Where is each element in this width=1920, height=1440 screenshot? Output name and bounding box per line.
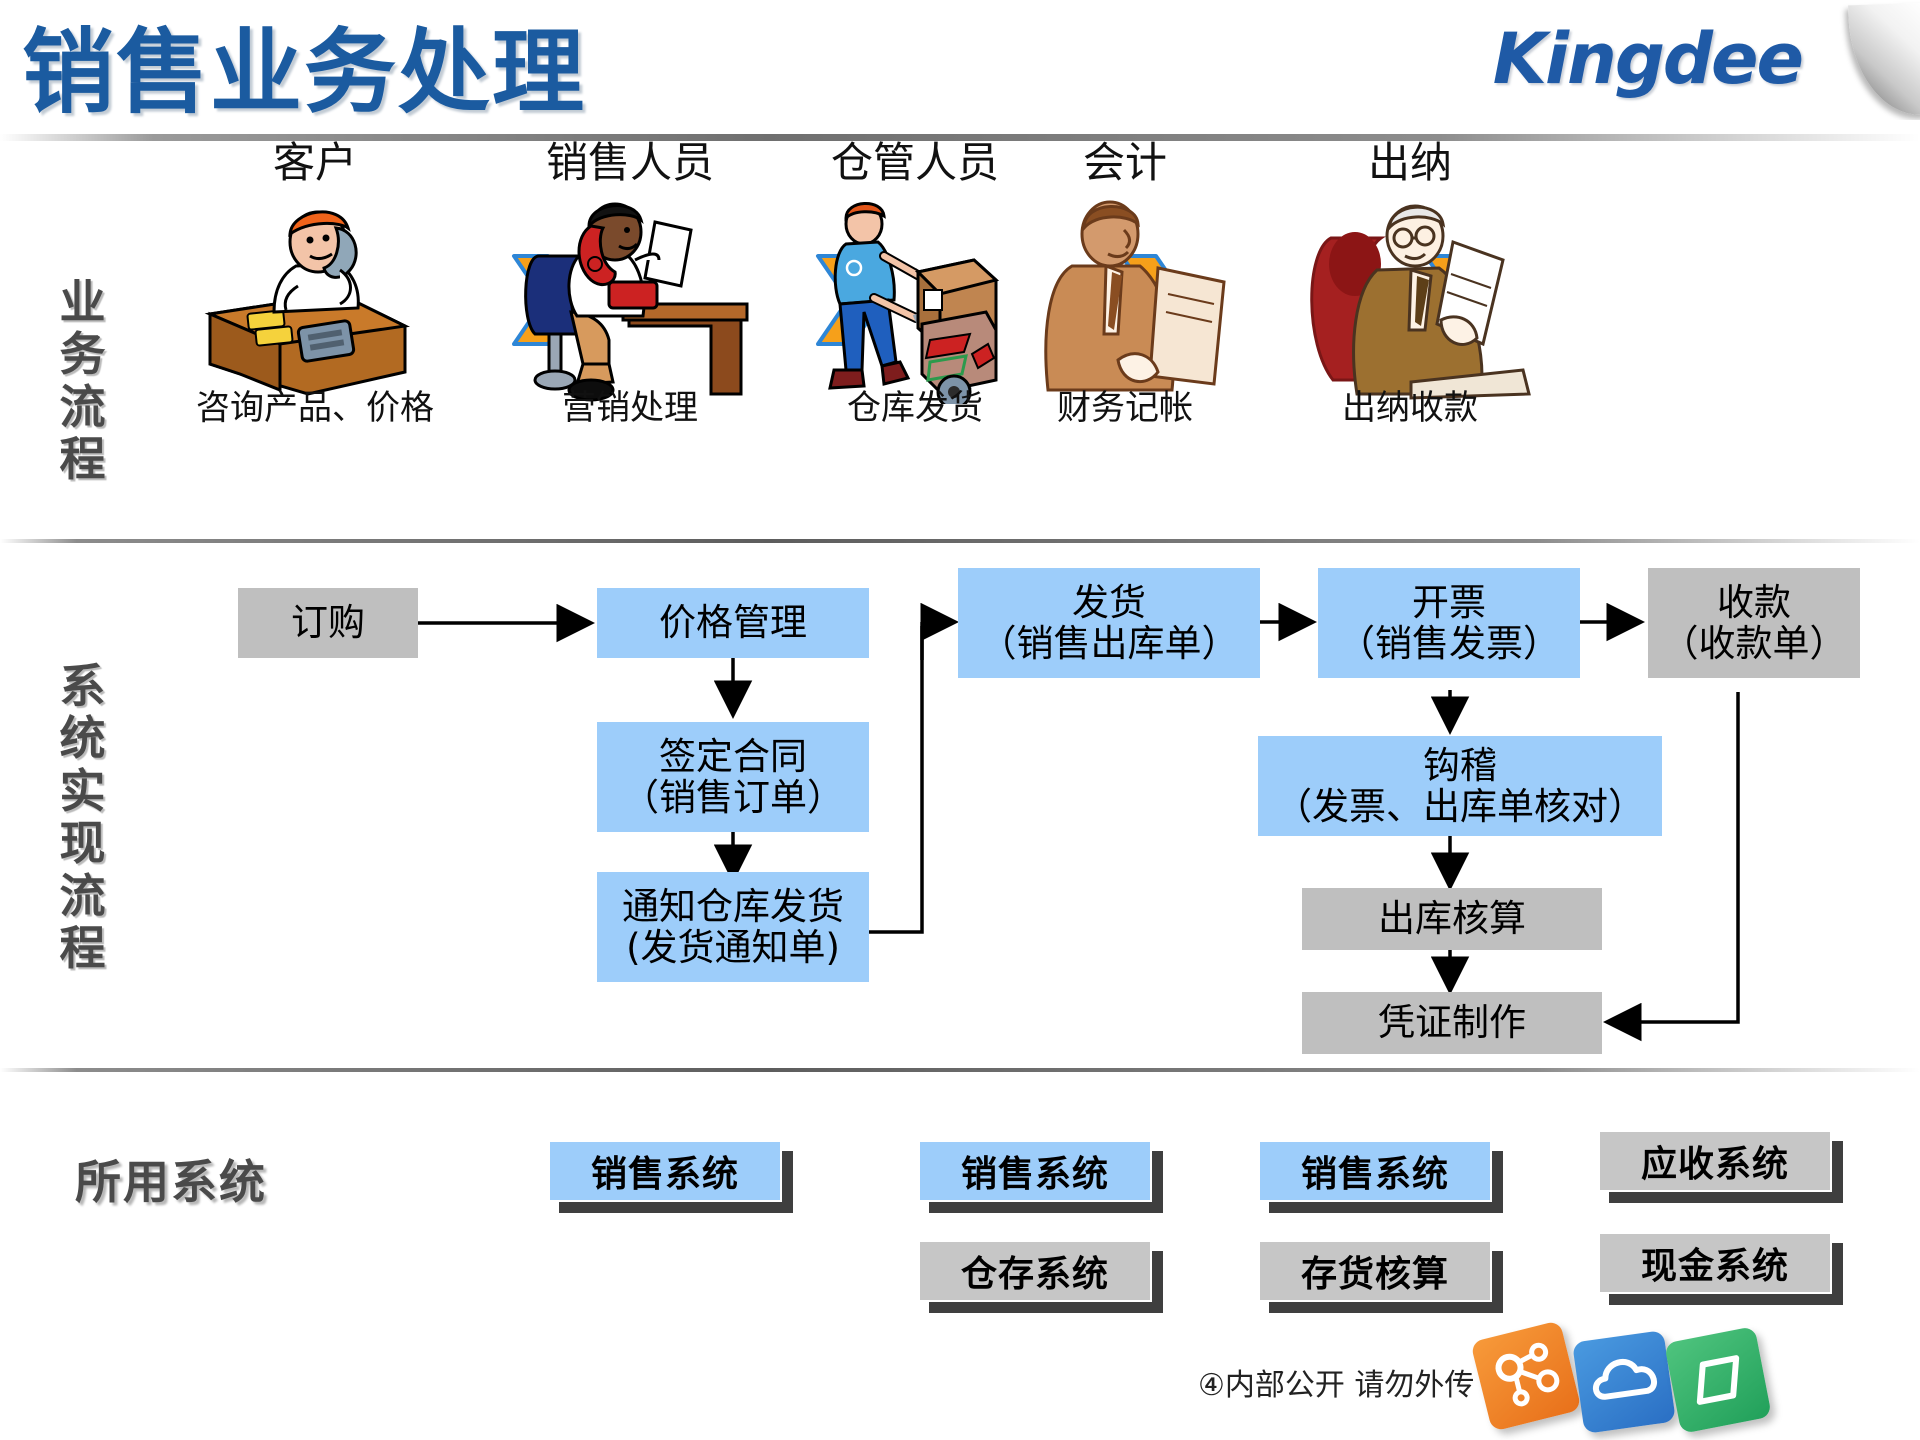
flow-node-outbound-accounting[interactable]: 出库核算 <box>1302 888 1602 950</box>
actor-accountant: 会计 <box>1000 138 1250 404</box>
actor-cashier: 出纳 <box>1285 138 1535 404</box>
system-badge-sales-1[interactable]: 销售系统 <box>548 1140 782 1202</box>
actor-caption: 财务记帐 <box>1057 388 1193 428</box>
band-label-business-flow: 业 务 流 程 <box>59 275 107 487</box>
system-badge-receivables[interactable]: 应收系统 <box>1598 1130 1832 1192</box>
kingdee-logo: Kingdee <box>1492 18 1804 100</box>
actor-caption: 咨询产品、价格 <box>196 388 434 428</box>
system-badge-inventory-accounting[interactable]: 存货核算 <box>1258 1240 1492 1302</box>
flow-node-order[interactable]: 订购 <box>238 588 418 658</box>
flow-node-shipment[interactable]: 发货 （销售出库单） <box>958 568 1260 678</box>
page-curl-decoration <box>1834 0 1920 120</box>
system-badge-inventory-storage[interactable]: 仓存系统 <box>918 1240 1152 1302</box>
confidentiality-note: ④内部公开 请勿外传 <box>1198 1368 1475 1403</box>
customer-on-phone-at-desk-icon <box>190 194 440 404</box>
system-badge-sales-3[interactable]: 销售系统 <box>1258 1140 1492 1202</box>
flow-node-voucher-creation[interactable]: 凭证制作 <box>1302 992 1602 1054</box>
actor-customer: 客户 <box>190 138 440 404</box>
actor-salesperson: 销售人员 <box>505 138 755 404</box>
warehouse-worker-with-handtruck-icon <box>790 194 1040 410</box>
flow-node-sign-contract[interactable]: 签定合同 （销售订单） <box>597 722 869 832</box>
actor-name: 出纳 <box>1367 138 1452 187</box>
page-title: 销售业务处理 <box>22 19 587 126</box>
header-rule <box>0 134 1920 141</box>
actor-caption: 营销处理 <box>562 388 698 428</box>
slide-header: 销售业务处理 Kingdee <box>0 0 1920 136</box>
section-divider-1 <box>0 539 1920 543</box>
system-badge-cash[interactable]: 现金系统 <box>1598 1232 1832 1294</box>
section-divider-2 <box>0 1068 1920 1072</box>
actor-warehouse-keeper: 仓管人员 <box>790 138 1040 410</box>
actor-caption: 仓库发货 <box>847 388 983 428</box>
actor-caption: 出纳收款 <box>1342 388 1478 428</box>
salesperson-on-phone-with-document-icon <box>505 194 755 404</box>
flow-node-receipt[interactable]: 收款 （收款单） <box>1648 568 1860 678</box>
actor-name: 会计 <box>1082 138 1167 187</box>
actor-name: 客户 <box>272 138 357 187</box>
network-cube-icon <box>1470 1320 1582 1432</box>
flow-node-invoicing[interactable]: 开票 （销售发票） <box>1318 568 1580 678</box>
flow-node-price-management[interactable]: 价格管理 <box>597 588 869 658</box>
system-badge-sales-2[interactable]: 销售系统 <box>918 1140 1152 1202</box>
tag-cube-icon <box>1664 1326 1772 1434</box>
band-label-systems-used: 所用系统 <box>75 1155 267 1209</box>
cloud-cube-icon <box>1572 1330 1676 1434</box>
accountant-writing-icon <box>1000 194 1250 404</box>
band-label-system-flow: 系 统 实 现 流 程 <box>59 659 107 976</box>
flow-node-notify-warehouse[interactable]: 通知仓库发货 (发货通知单) <box>597 872 869 982</box>
actor-name: 仓管人员 <box>830 138 999 187</box>
cashier-reading-document-icon <box>1285 194 1535 404</box>
actor-name: 销售人员 <box>545 138 714 187</box>
flow-node-reconciliation[interactable]: 钩稽 （发票、出库单核对） <box>1258 736 1662 836</box>
